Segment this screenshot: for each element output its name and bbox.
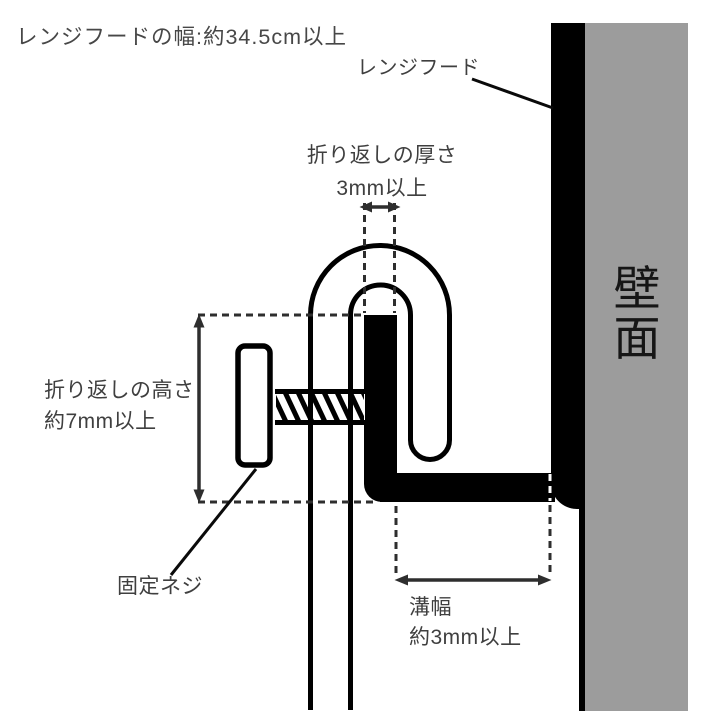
fold-thickness-label: 折り返しの厚さ 3mm以上 [307,139,458,205]
hood-fold-lip [364,315,397,502]
wall-label: 壁面 [613,262,661,365]
groove-width-label-line2: 約3mm以上 [409,626,522,649]
fixing-screw-label: 固定ネジ [117,575,203,598]
dim-arrow-fold-height [193,314,205,503]
hood-label: レンジフード [357,57,480,79]
screw-shaft-hatch [276,392,364,422]
dim-arrow-fold-thickness [359,201,401,213]
bracket-hook [308,243,452,710]
hood-fold-base [380,473,555,502]
fold-height-label: 折り返しの高さ 約7mm以上 [44,375,195,437]
bracket-legs-over-shaft [308,387,353,427]
groove-width-label: 溝幅 約3mm以上 [409,593,522,653]
diagram-title: レンジフードの幅:約34.5cm以上 [16,25,347,49]
hood-rear-panel [551,23,583,509]
fold-thickness-label-line2: 3mm以上 [336,177,428,200]
dim-arrow-groove-width [394,574,552,586]
fold-height-label-line1: 折り返しの高さ [44,379,195,402]
leader-line-hood [471,77,554,110]
fold-thickness-label-line1: 折り返しの厚さ [306,144,458,167]
wall-surface [584,23,688,711]
leader-line-screw [169,468,258,576]
groove-width-label-line1: 溝幅 [409,596,452,619]
fixing-screw-head [235,343,273,468]
fold-height-label-line2: 約7mm以上 [44,410,157,433]
